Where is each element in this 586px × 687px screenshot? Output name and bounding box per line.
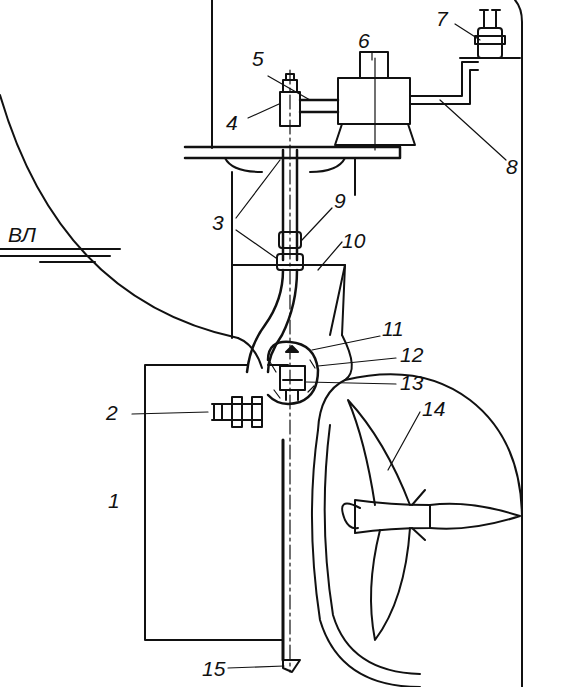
callout-number: 7: [436, 8, 448, 29]
callout-number: 6: [358, 30, 370, 51]
callout-number: 11: [382, 318, 404, 339]
callout-number: 14: [422, 398, 445, 419]
callout-number: 8: [506, 156, 518, 177]
callout-number: 5: [252, 48, 264, 69]
callout-number: 2: [106, 402, 118, 423]
callout-number: 15: [202, 658, 225, 679]
callout-number: 1: [108, 490, 120, 511]
callout-number: 4: [226, 112, 238, 133]
callout-number: 13: [400, 372, 423, 393]
callout-number: 10: [342, 230, 365, 251]
callout-number: 3: [212, 212, 224, 233]
callout-number: 9: [334, 190, 346, 211]
callout-number: 12: [400, 344, 423, 365]
waterline-label: ВЛ: [8, 224, 36, 245]
